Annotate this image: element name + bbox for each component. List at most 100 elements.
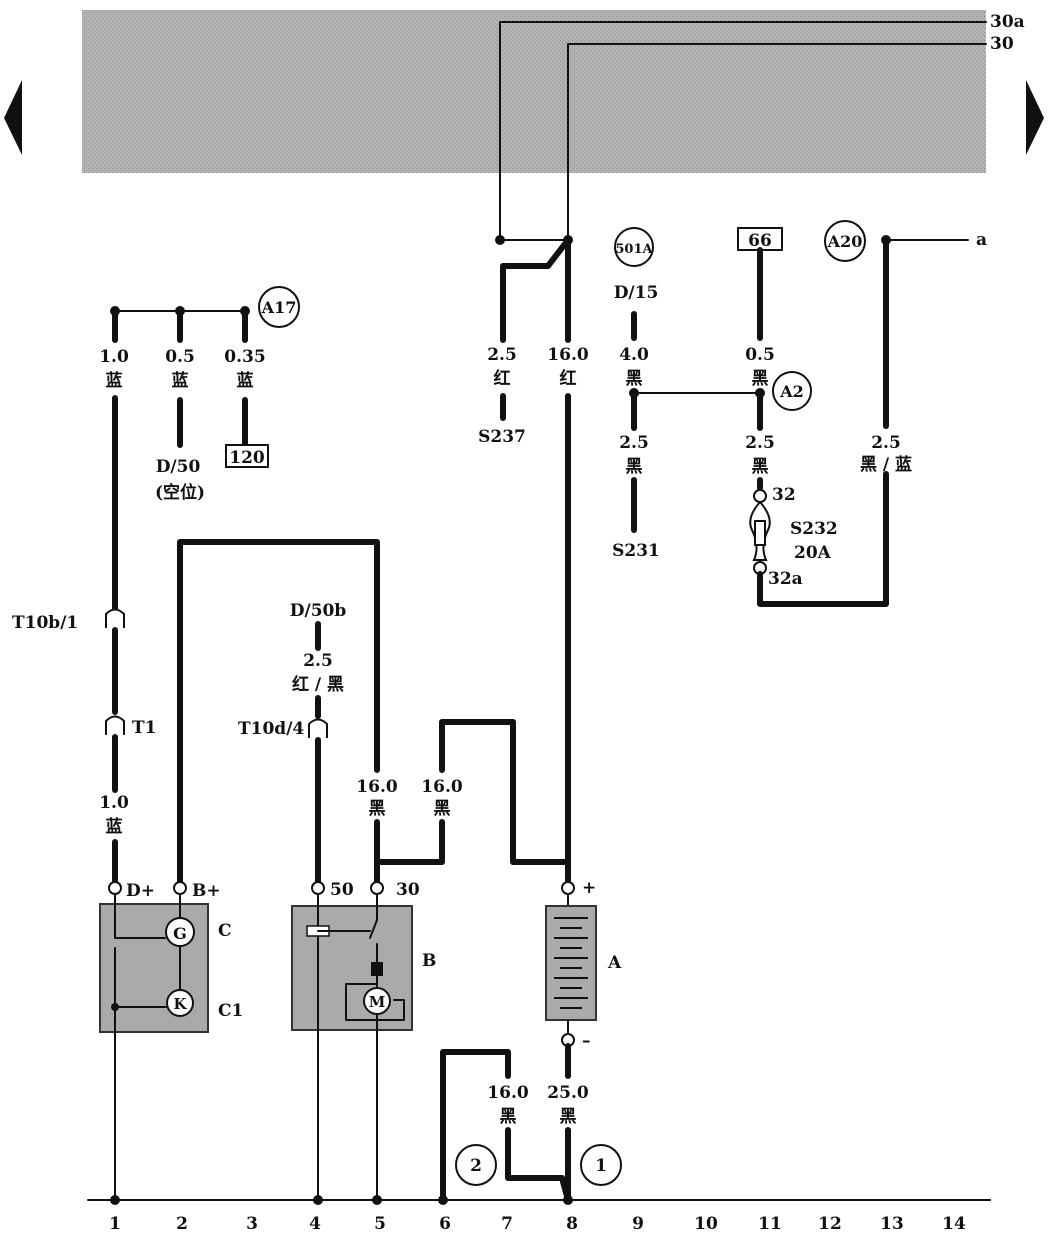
gen-b-terminal: B+ (192, 881, 221, 901)
b30-right-size: 16.0 (421, 777, 463, 797)
fuse-carrier-shade (82, 10, 986, 173)
ground25-color: 黑 (560, 1107, 577, 1127)
d50-label: D/50 (156, 457, 201, 477)
battery-a: + A – 25.0 黑 (545, 878, 622, 1203)
s231-label: S231 (612, 541, 660, 561)
battery-plus-wire (439, 719, 571, 865)
column-number-9: 9 (632, 1214, 644, 1234)
ref-a2-circle (772, 371, 812, 411)
s231-wire-size: 2.5 (619, 433, 649, 453)
s232-wire-color: 黑 (752, 457, 769, 477)
starter-label-b: B (422, 951, 436, 971)
w2-top-size: 0.5 (165, 347, 195, 367)
gen-d-terminal: D+ (126, 881, 155, 901)
w1-bottom-size: 1.0 (99, 793, 129, 813)
rail-30-label: 30 (990, 34, 1014, 54)
r66-wire-color: 黑 (752, 369, 769, 389)
d50b-label: D/50b (290, 601, 347, 621)
prev-page-arrow-icon[interactable] (4, 80, 22, 155)
regulator-k-icon (166, 989, 194, 1017)
main16-size: 16.0 (547, 345, 589, 365)
main16-color: 红 (560, 368, 577, 389)
ref-120-label: 120 (229, 448, 265, 468)
battery-minus-terminal: – (582, 1031, 591, 1051)
battery-box (545, 905, 597, 1021)
connector-t1-icon (105, 715, 125, 735)
next-page-arrow-icon[interactable] (1026, 80, 1044, 155)
d15-label: D/15 (614, 283, 659, 303)
starter-50-terminal: 50 (330, 880, 354, 900)
ref-a17-circle (258, 286, 300, 328)
battery-label-a: A (607, 953, 622, 973)
starter-box (291, 905, 413, 1031)
starter-30-terminal: 30 (396, 880, 420, 900)
t10b1-label: T10b/1 (12, 613, 78, 633)
s237-group: 2.5 红 S237 16.0 红 (478, 235, 589, 885)
ground25-size: 25.0 (547, 1083, 589, 1103)
ref-501a-circle (614, 227, 654, 267)
w1-top-color: 蓝 (106, 371, 123, 391)
fuse-32-label: 32 (772, 485, 796, 505)
column-number-12: 12 (818, 1214, 842, 1234)
ground16-size: 16.0 (487, 1083, 529, 1103)
s232-wire-size: 2.5 (745, 433, 775, 453)
ground-strap-wire (440, 1049, 511, 1203)
solenoid-plunger-icon (371, 962, 383, 976)
ground-point-1-circle (580, 1144, 622, 1186)
t1-label: T1 (132, 718, 156, 738)
w1-top-size: 1.0 (99, 347, 129, 367)
s232-amp-label: 20A (794, 543, 832, 563)
ref-a20-circle (824, 220, 866, 262)
s237-wire-color: 红 (494, 368, 511, 389)
starter-motor-m-icon (363, 987, 391, 1015)
rail-30a-label: 30a (990, 12, 1025, 32)
ref-66-label: 66 (748, 231, 772, 251)
column-number-6: 6 (439, 1214, 451, 1234)
s232-group: 66 0.5 黑 A2 2.5 黑 32 S232 20A 32a (737, 227, 889, 607)
column-number-13: 13 (880, 1214, 904, 1234)
starter-motor-m-letter: M (369, 993, 386, 1011)
column-number-5: 5 (374, 1214, 386, 1234)
column-number-3: 3 (246, 1214, 258, 1234)
bplus-wire (177, 539, 380, 885)
s231-group: 501A D/15 4.0 黑 2.5 黑 S231 (612, 227, 761, 561)
ref-a20-label: A20 (827, 232, 863, 251)
gen-label-c1: C1 (218, 1001, 243, 1021)
ground-point-2-label: 2 (470, 1156, 482, 1176)
ref-501a-label: 501A (615, 242, 653, 257)
d15-wire-size: 4.0 (619, 345, 649, 365)
s237-label: S237 (478, 427, 526, 447)
ref-a2-label: A2 (779, 382, 804, 401)
ground16-color: 黑 (500, 1107, 517, 1127)
rail-30a: 30a (499, 12, 1025, 241)
generator-c: D+ B+ G K C C1 (99, 881, 243, 1201)
battery-cells-icon (554, 917, 588, 1009)
w1-bottom-color: 蓝 (106, 817, 123, 837)
b30-left-color: 黑 (369, 799, 386, 819)
column-number-1: 1 (109, 1214, 121, 1234)
a20-wire-size: 2.5 (871, 433, 901, 453)
s231-wire-color: 黑 (626, 457, 643, 477)
a17-group: A17 1.0 蓝 T10b/1 T1 1.0 蓝 0.5 蓝 D/50 (空位… (12, 286, 300, 885)
starter-b: 50 30 M B (291, 880, 436, 1201)
s232-label: S232 (790, 519, 838, 539)
w2-top-color: 蓝 (172, 371, 189, 391)
s237-wire-size: 2.5 (487, 345, 517, 365)
regulator-k-letter: K (173, 995, 187, 1013)
ground-point-1-label: 1 (595, 1156, 607, 1176)
column-number-7: 7 (501, 1214, 513, 1234)
d15-wire-color: 黑 (626, 369, 643, 389)
ref-a-label: a (976, 230, 987, 250)
fuse-32a-label: 32a (768, 569, 803, 589)
starter-battery-wire (374, 819, 445, 865)
b30-left-size: 16.0 (356, 777, 398, 797)
a20-wire-color: 黑 / 蓝 (860, 455, 912, 475)
column-number-4: 4 (309, 1214, 321, 1234)
column-number-2: 2 (176, 1214, 188, 1234)
connector-t10b1-icon (105, 608, 125, 628)
gen-label-c: C (218, 921, 232, 941)
column-number-14: 14 (942, 1214, 966, 1234)
d50b-wire-color: 红 / 黑 (292, 674, 344, 695)
a20-group: A20 a 2.5 黑 / 蓝 (824, 220, 987, 475)
